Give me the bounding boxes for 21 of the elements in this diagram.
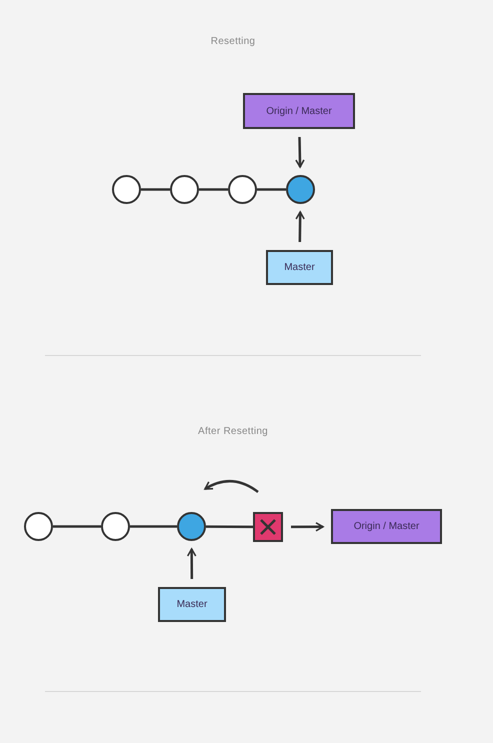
arrow (295, 136, 305, 168)
branch-label-box (331, 509, 442, 544)
section-title: After Resetting (197, 425, 269, 439)
connector-line (130, 525, 177, 528)
arrow (291, 522, 324, 532)
node-label: Origin / Master (354, 520, 420, 534)
node-label: Origin / Master (266, 104, 332, 118)
connector-line (141, 188, 170, 191)
deleted-commit-box (253, 512, 283, 542)
section-title: Resetting (210, 35, 256, 49)
branch-label-box (266, 250, 333, 285)
branch-label-box (158, 587, 226, 622)
arrow (186, 548, 196, 579)
connector-line (199, 188, 228, 191)
branch-label-box (243, 93, 355, 129)
connector-line (53, 525, 101, 528)
node-label: Master (176, 598, 208, 612)
connector-line (257, 188, 286, 191)
arrow (295, 211, 305, 242)
connector-line (206, 525, 253, 528)
node-label: Master (284, 261, 315, 275)
